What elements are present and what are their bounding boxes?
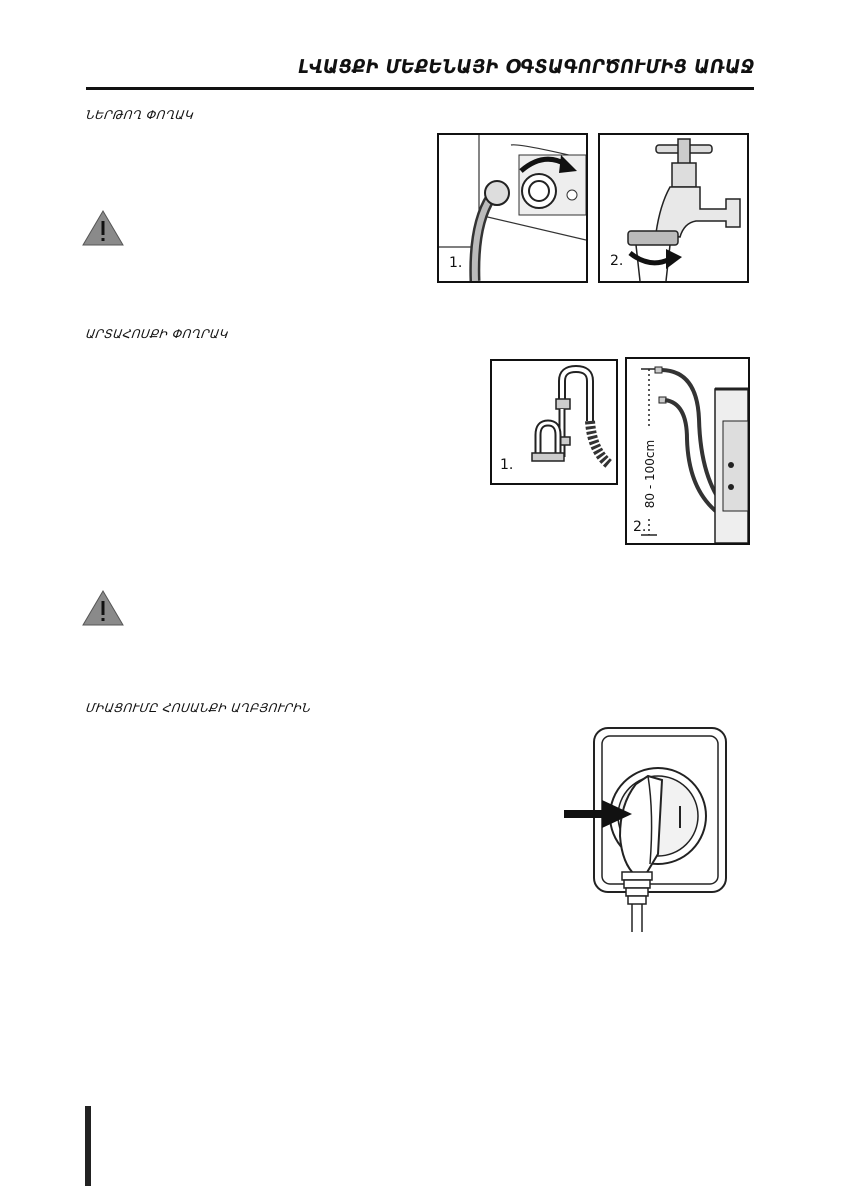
inlet-figure-2-label: 2. [610,253,624,269]
warning-triangle-icon [82,210,124,246]
drain-figure-1-label: 1. [500,457,514,473]
curved-arrow-icon [519,155,577,173]
power-plug-figure [562,724,732,932]
drain-height-label: 80 - 100cm [643,429,657,519]
curved-arrow-icon [628,249,682,269]
drain-figure-1: 1. [490,359,618,485]
header-rule [86,87,754,90]
drain-figure-2-label: 2. [633,519,647,535]
drain-figure-2: 80 - 100cm 2. [625,357,750,545]
warning-triangle-icon [82,590,124,626]
inlet-figure-1: 1. [437,133,588,283]
drain-height-measurement: 80 - 100cm [635,427,663,527]
page-title: ԼՎԱՑՔԻ ՄԵՔԵՆԱՅԻ ՕԳՏԱԳՈՐԾՈՒՄԻՑ ԱՌԱՋ [295,56,756,78]
inlet-figure-1-label: 1. [449,255,463,271]
inlet-hose-heading: ՆԵՐԹՈՂ ՓՈՂԱԿ [85,108,196,122]
arrow-right-icon [564,800,632,828]
inlet-figure-2: 2. [598,133,749,283]
footer-bar [85,1106,91,1186]
power-connection-heading: ՄԻԱՑՈՒՄԸ ՀՈՍԱՆՔԻ ԱՂԲՅՈՒՐԻՆ [85,701,313,715]
drain-hose-heading: ԱՐՏԱՀՈՍՔԻ ՓՈՂՐԱԿ [85,327,230,341]
